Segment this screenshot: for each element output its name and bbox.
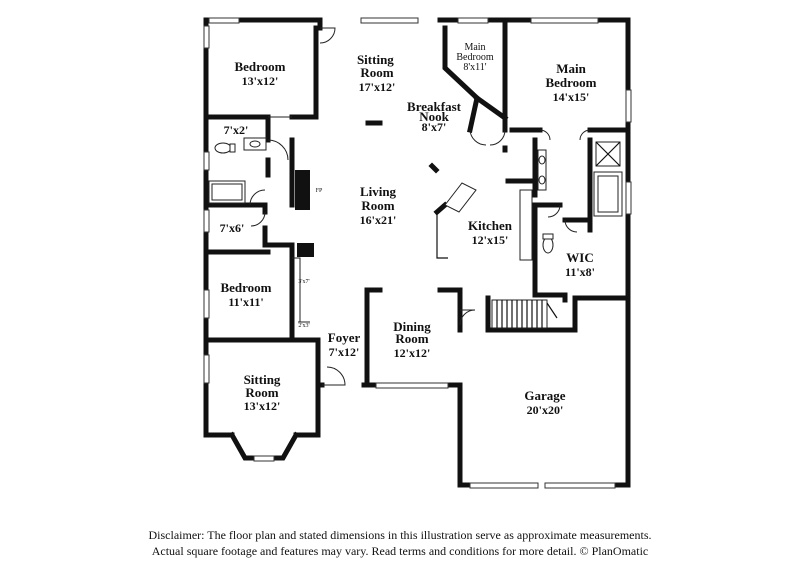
windows (203, 17, 632, 489)
room-dimensions: 14'x15' (553, 90, 590, 104)
room-name-line-2: Bedroom (545, 75, 596, 90)
closet-2x3-dimensions: 2'x3' (298, 323, 309, 329)
room-dimensions: 13'x12' (244, 399, 281, 413)
room-name: Main (464, 42, 485, 53)
room-name-line-2: Room (395, 331, 428, 346)
room-name: Sitting (357, 52, 394, 67)
bath-7x6-dimensions: 7'x6' (220, 221, 245, 235)
room-name: Dining (393, 319, 431, 334)
room-name: Main (556, 61, 586, 76)
disclaimer-line-1: Disclaimer: The floor plan and stated di… (148, 528, 652, 542)
room-dimensions: 11'x8' (565, 265, 595, 279)
room-labels: Bedroom 13'x12' Sitting Room 17'x12' Mai… (220, 42, 597, 417)
closet-3x7-dimensions: 3'x7' (298, 279, 309, 285)
room-dimensions: 20'x20' (527, 403, 564, 417)
room-name: Kitchen (468, 218, 513, 233)
fireplace-label: FP (316, 188, 323, 194)
room-dimensions: 8'x7' (422, 120, 447, 134)
room-dimensions: 11'x11' (228, 295, 263, 309)
room-bedroom-nw: Bedroom 13'x12' (234, 59, 285, 88)
room-dimensions: 13'x12' (242, 74, 279, 88)
room-bedroom-west: Bedroom 11'x11' (220, 280, 271, 309)
room-wic: WIC 11'x8' (565, 250, 595, 279)
room-name: Foyer (328, 330, 361, 345)
svg-text:Sitting Room: Sitting Room (357, 52, 397, 80)
disclaimer-line-2: Actual square footage and features may v… (151, 544, 649, 558)
room-name: Garage (524, 388, 565, 403)
room-dimensions: 8'x11' (463, 62, 486, 73)
room-name-line-2: Room (361, 198, 394, 213)
room-dimensions: 12'x12' (394, 346, 431, 360)
walls (203, 17, 631, 488)
room-name-line-2: Room (360, 65, 393, 80)
room-name: Bedroom (234, 59, 285, 74)
room-name: Bedroom (220, 280, 271, 295)
room-kitchen: Kitchen 12'x15' (468, 218, 513, 247)
room-dimensions: 7'x12' (329, 345, 360, 359)
fixtures (208, 137, 623, 329)
room-sitting-north: Sitting Room 17'x12' (357, 52, 397, 94)
doors (249, 27, 591, 386)
room-dimensions: 17'x12' (359, 80, 396, 94)
room-garage: Garage 20'x20' (524, 388, 565, 417)
room-name-line-2: Room (245, 385, 278, 400)
room-dimensions: 12'x15' (472, 233, 509, 247)
room-foyer: Foyer 7'x12' (328, 330, 361, 359)
bath-7x2-dimensions: 7'x2' (224, 123, 249, 137)
room-dimensions: 16'x21' (360, 213, 397, 227)
stairs (491, 299, 558, 329)
room-name-line-2: Bedroom (456, 52, 493, 63)
room-name: Breakfast (407, 99, 462, 114)
room-name: WIC (566, 250, 593, 265)
disclaimer: Disclaimer: The floor plan and stated di… (0, 527, 800, 559)
room-name: Sitting (244, 372, 281, 387)
room-name-line-2: Nook (419, 109, 449, 124)
room-name: Living (360, 184, 397, 199)
